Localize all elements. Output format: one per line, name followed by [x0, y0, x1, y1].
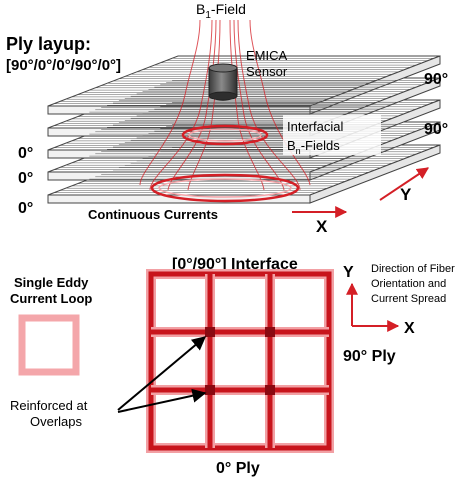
- layup-sequence: [90°/0°/0°/90°/0°]: [6, 57, 121, 74]
- continuous-current-loop-inner: [158, 178, 292, 198]
- direction-label-line3: Current Spread: [371, 293, 446, 305]
- bottom-axis-arrows: [346, 282, 400, 332]
- continuous-current-loop: [150, 173, 300, 203]
- b1-field-lines: [139, 19, 311, 191]
- interfacial-loop-inner: [188, 128, 262, 142]
- reinforced-label-line2: Overlaps: [30, 414, 83, 429]
- top-axis-arrows: [292, 167, 429, 218]
- single-loop-label-line2: Current Loop: [10, 291, 92, 306]
- ply-90-label: 90° Ply: [343, 348, 396, 365]
- interfacial-loop-upper: [181, 124, 269, 146]
- ply-angle-right-1: 90°: [424, 71, 448, 88]
- interfacial-current-loops: [150, 124, 300, 203]
- emica-sensor: [208, 63, 238, 101]
- layup-title: Ply layup:: [6, 34, 91, 54]
- direction-label-line1: Direction of Fiber: [371, 263, 455, 275]
- overlap-arrows: [117, 336, 207, 413]
- interfacial-label-line1: Interfacial: [287, 119, 343, 134]
- reinforced-label-line1: Reinforced at: [10, 398, 88, 413]
- interface-title: [0°/90°] Interface: [172, 256, 298, 273]
- bottom-axis-y-label: Y: [343, 264, 354, 281]
- bottom-axis-x-label: X: [404, 320, 415, 337]
- direction-label-line2: Orientation and: [371, 278, 446, 290]
- interface-grid: [146, 269, 334, 453]
- top-axis-y-label: Y: [400, 185, 412, 204]
- interfacial-label-line2: Bn-Fields: [287, 138, 340, 156]
- sensor-label-line2: Sensor: [246, 64, 288, 79]
- b1-field-label: B1-Field: [196, 1, 246, 21]
- single-loop-label-line1: Single Eddy: [14, 275, 89, 290]
- single-eddy-loop: [18, 314, 80, 376]
- ply-angle-left-1: 0°: [18, 145, 33, 162]
- continuous-currents-label: Continuous Currents: [88, 207, 218, 222]
- sensor-label-line1: EMICA: [246, 48, 288, 63]
- ply-0-label: 0° Ply: [216, 460, 260, 477]
- top-axis-x-label: X: [316, 217, 328, 236]
- ply-angle-left-3: 0°: [18, 200, 33, 217]
- ply-angle-right-2: 90°: [424, 121, 448, 138]
- ply-angle-left-2: 0°: [18, 170, 33, 187]
